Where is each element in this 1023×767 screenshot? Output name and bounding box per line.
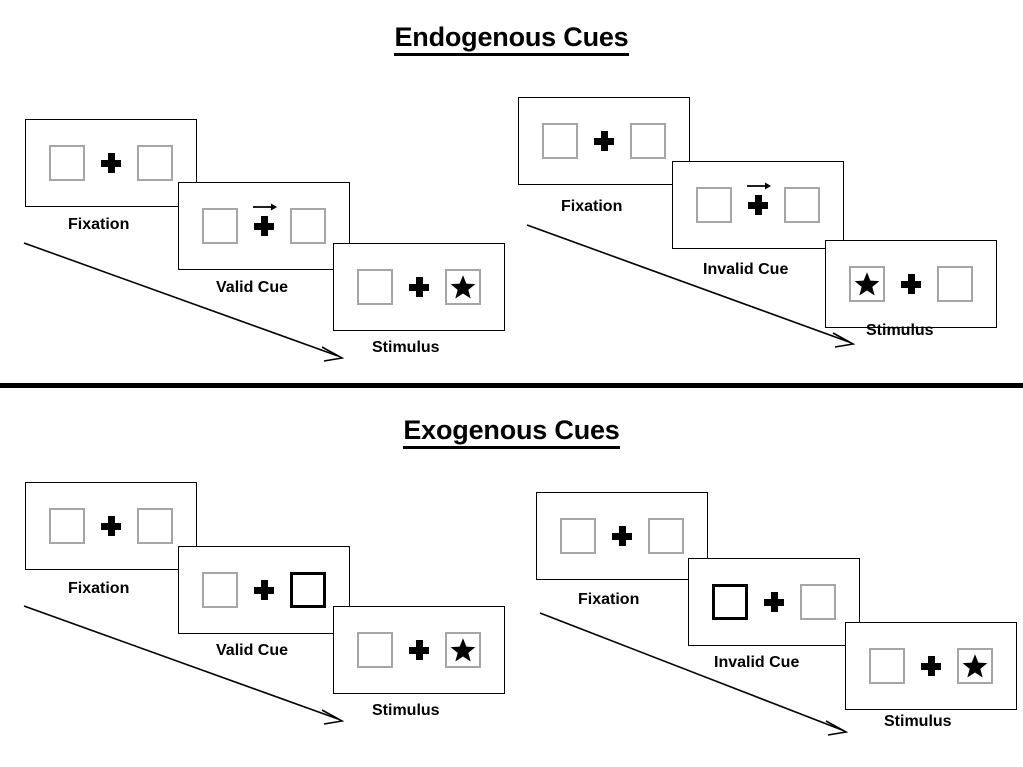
section-title-endogenous: Endogenous Cues [0,22,1023,56]
placeholder-box-left [357,632,393,668]
star-target-icon [962,654,988,678]
stage-label-exogenous-invalid-stimulus: Stimulus [884,713,952,730]
fixation-cross-icon [254,216,274,236]
fixation-cross-icon [594,131,614,151]
time-arrow-endogenous-valid [23,242,345,362]
frame-exogenous-invalid-cue [688,558,860,646]
frame-endogenous-invalid-cue [672,161,844,249]
star-target-icon [854,272,880,296]
placeholder-box-left-cued [712,584,748,620]
frame-exogenous-invalid-stimulus [845,622,1017,710]
arrow-right-icon [747,182,771,190]
central-cue-group [253,203,277,236]
placeholder-box-right [648,518,684,554]
stage-label-exogenous-valid-cue: Valid Cue [216,642,289,659]
fixation-cross-icon [921,656,941,676]
time-arrow-exogenous-valid [23,605,345,725]
central-cue-group [747,182,771,215]
stage-label-exogenous-invalid-fixation: Fixation [578,591,640,608]
time-arrow-endogenous-invalid [526,224,856,348]
star-target-icon [450,275,476,299]
placeholder-box-right [937,266,973,302]
stage-label-endogenous-valid-cue: Valid Cue [216,279,289,296]
stage-label-endogenous-valid-stimulus: Stimulus [372,339,440,356]
frame-exogenous-valid-cue [178,546,350,634]
fixation-cross-icon [901,274,921,294]
placeholder-box-left [202,208,238,244]
fixation-cross-icon [748,195,768,215]
stage-label-endogenous-invalid-cue: Invalid Cue [703,261,789,278]
frame-exogenous-valid-stimulus [333,606,505,694]
section-title-exogenous: Exogenous Cues [0,415,1023,449]
fixation-cross-icon [612,526,632,546]
placeholder-box-left [202,572,238,608]
section-divider [0,383,1023,388]
placeholder-box-right [290,208,326,244]
stage-label-endogenous-invalid-stimulus: Stimulus [866,322,934,339]
placeholder-box-left [542,123,578,159]
placeholder-box-left [696,187,732,223]
fixation-cross-icon [101,516,121,536]
placeholder-box-right-with-target [445,632,481,668]
placeholder-box-left-with-target [849,266,885,302]
fixation-cross-icon [764,592,784,612]
frame-endogenous-valid-stimulus [333,243,505,331]
placeholder-box-left [49,508,85,544]
frame-endogenous-invalid-stimulus [825,240,997,328]
placeholder-box-right-with-target [445,269,481,305]
placeholder-box-right-with-target [957,648,993,684]
frame-endogenous-valid-cue [178,182,350,270]
placeholder-box-right [784,187,820,223]
frame-endogenous-valid-fixation [25,119,197,207]
time-arrow-exogenous-invalid [539,612,849,736]
fixation-cross-icon [101,153,121,173]
stage-label-endogenous-valid-fixation: Fixation [68,216,130,233]
placeholder-box-right-cued [290,572,326,608]
section-title-endogenous-text: Endogenous Cues [394,22,629,56]
fixation-cross-icon [409,640,429,660]
stage-label-exogenous-invalid-cue: Invalid Cue [714,654,800,671]
stage-label-endogenous-invalid-fixation: Fixation [561,198,623,215]
stage-label-exogenous-valid-fixation: Fixation [68,580,130,597]
placeholder-box-left [49,145,85,181]
section-title-exogenous-text: Exogenous Cues [403,415,620,449]
placeholder-box-right [137,145,173,181]
placeholder-box-right [137,508,173,544]
fixation-cross-icon [254,580,274,600]
placeholder-box-right [800,584,836,620]
placeholder-box-right [630,123,666,159]
fixation-cross-icon [409,277,429,297]
arrow-right-icon [253,203,277,211]
placeholder-box-left [357,269,393,305]
frame-exogenous-invalid-fixation [536,492,708,580]
star-target-icon [450,638,476,662]
stage-label-exogenous-valid-stimulus: Stimulus [372,702,440,719]
frame-endogenous-invalid-fixation [518,97,690,185]
frame-exogenous-valid-fixation [25,482,197,570]
placeholder-box-left [560,518,596,554]
placeholder-box-left [869,648,905,684]
